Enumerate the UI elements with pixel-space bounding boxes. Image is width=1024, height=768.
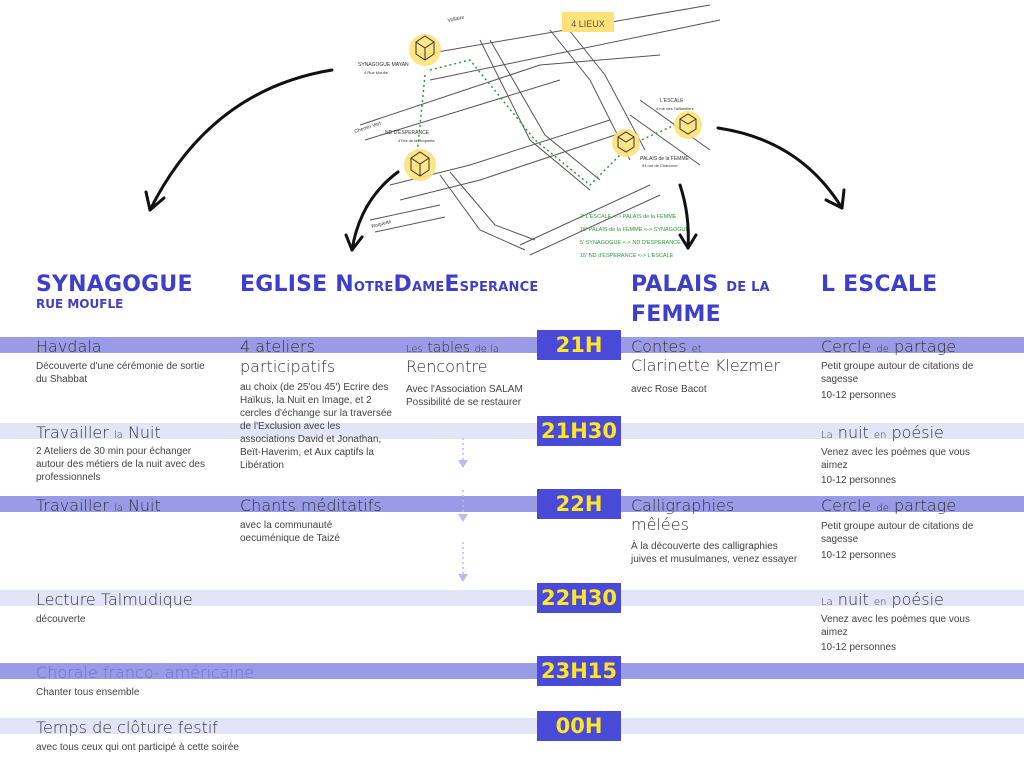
egl-tables-title-1: Les tables de la [406,340,500,356]
map-label-escale: L'ESCALE [660,98,684,104]
syn-havdala-title: Havdala [36,337,102,356]
header-eglise: EGLISE NOTREDAMEESPERANCE [240,272,539,297]
map-label-nd-addr: 47bis de la Roquette [398,138,435,143]
pal-calli-title: Calligraphies mêlées [631,496,735,534]
route-line-4: 15' ND d'ESPERANCE <-> L'ESCALE [580,253,674,259]
pal-contes-title-1: Contes et [631,337,702,356]
egl-chants-title: Chants méditatifs [240,496,382,515]
syn-havdala-desc: Découverte d'une cérémonie de sortie du … [36,361,205,385]
time-badge-23h15: 23H15 [537,656,621,686]
arrow-synagogue-icon [148,68,334,212]
time-badge-22h30: 22H30 [537,583,621,613]
esc-cercle-desc-1: Petit groupe autour de citations de sage… [821,361,974,385]
map-label-synagogue-addr: 4 Rue Moufle [364,70,389,75]
arrow-escale-icon [716,126,844,210]
egl-tables-desc: Avec l'Association SALAM Possibilité de … [406,384,523,408]
route-line-3: 5' SYNAGOGUE <-> ND D'ESPERANCE [580,240,681,246]
map-sketch: 4 LIEUX SYNAGOGUE MAYAN 4 Rue Moufle ND … [354,4,721,259]
arrow-palais-icon [678,183,690,250]
syn-talmud-title: Lecture Talmudique [36,590,193,609]
band-21h30 [0,423,1024,439]
pal-contes-desc: avec Rose Bacot [631,384,707,395]
header-escale: L ESCALE [821,272,938,297]
arrows-layer [144,68,846,252]
arrow-eglise-icon [350,170,400,252]
esc-cercle-desc-2: Petit groupe autour de citations de sage… [821,521,974,545]
map-badge: 4 LIEUX [571,19,605,29]
syn-travailler-title-1: Travailler la Nuit [36,423,161,442]
esc-cercle-count-1: 10-12 personnes [821,390,897,401]
egl-tables-title-2: Rencontre [406,357,488,376]
pal-calli-desc: À la découverte des calligraphies juives… [631,541,798,565]
map-street-roquette: Roquette [371,219,392,230]
map-street-voltaire: Voltaire [447,15,465,24]
esc-poesie-desc-2: Venez avec les poèmes que vous aimez [821,614,970,638]
down-arrow-icon [458,514,468,522]
syn-cloture-title: Temps de clôture festif [36,718,218,737]
egl-ateliers-title: 4 ateliers participatifs [240,337,336,376]
map-label-palais-addr: 94 rue de Charonne [642,163,678,168]
map-label-escale-addr: 4 rue des Taillandiers [656,106,694,111]
syn-cloture-desc: avec tous ceux qui ont participé à cette… [36,742,239,753]
syn-travailler-desc: 2 Ateliers de 30 min pour échanger autou… [36,446,205,483]
time-badge-00h: 00H [537,711,621,741]
esc-cercle-count-2: 10-12 personnes [821,550,897,561]
route-line-1: 2' L'ESCALE <-> PALAIS de la FEMME [580,214,677,220]
band-22h [0,496,1024,512]
time-badge-22h: 22H [537,489,621,519]
esc-cercle-title-2: Cercle de partage [821,496,957,515]
route-line-2: 15' PALAIS de la FEMME <-> SYNAGOGUE [580,227,689,233]
time-badge-21h30: 21H30 [537,416,621,446]
timeline-arrows [458,438,468,582]
time-badge-21h: 21H [537,330,621,360]
down-arrow-icon [458,574,468,582]
map-label-nd: ND D'ESPERANCE [385,130,430,136]
down-arrow-icon [458,460,468,468]
esc-poesie-count-2: 10-12 personnes [821,642,897,653]
syn-chorale-desc: Chanter tous ensemble [36,687,140,698]
syn-travailler-title-2: Travailler la Nuit [36,496,161,515]
band-23h15 [0,663,1024,679]
header-synagogue: SYNAGOGUE [36,272,193,297]
header-palais: PALAIS DE LA [631,272,770,297]
syn-chorale-title: Chorale franco- américaine [36,663,255,682]
syn-talmud-desc: découverte [36,614,86,625]
egl-ateliers-desc: au choix (de 25'ou 45') Ecrire des Haïku… [240,382,392,471]
esc-poesie-title-1: La nuit en poésie [821,423,944,442]
esc-poesie-count-1: 10-12 personnes [821,475,897,486]
header-palais-line2: FEMME [631,302,721,327]
esc-poesie-title-2: La nuit en poésie [821,590,944,609]
esc-poesie-desc-1: Venez avec les poèmes que vous aimez [821,447,970,471]
badge-bg [562,12,614,32]
pal-contes-title-2: Clarinette Klezmer [631,356,781,375]
egl-chants-desc: avec la communauté oecuménique de Taizé [240,520,340,544]
map-label-palais: PALAIS de la FEMME [640,156,689,162]
esc-cercle-title-1: Cercle de partage [821,337,957,356]
band-21h [0,337,1024,353]
band-22h30 [0,590,1024,606]
band-00h [0,718,1024,734]
map-label-synagogue: SYNAGOGUE MAYAN [358,62,409,68]
header-synagogue-sub: RUE MOUFLE [36,297,124,311]
